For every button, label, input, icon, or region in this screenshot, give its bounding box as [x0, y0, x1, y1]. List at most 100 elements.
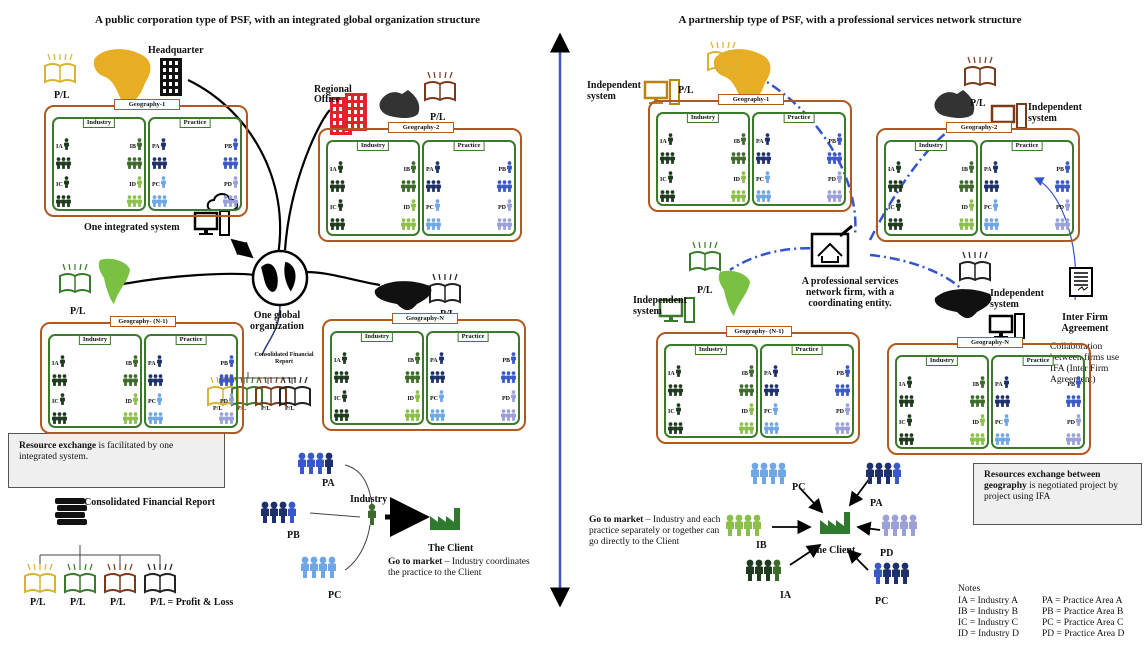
pl-legend: P/L = Profit & Loss	[150, 597, 234, 608]
res-rest: is negotiated project by project using I…	[984, 481, 1119, 502]
geography-label: Geography-2	[388, 122, 454, 133]
crowd-code-label: IB	[741, 371, 748, 377]
network-firm-label: A professional services network firm, wi…	[801, 276, 899, 309]
crowd-code-label: PB	[828, 139, 836, 145]
consolidated-small-label: Consolidated Financial Report	[254, 352, 314, 365]
indep-system-g2: Independent system	[1028, 102, 1082, 124]
pb-to-industry-line	[309, 512, 361, 518]
book-small-4	[279, 376, 311, 407]
network-firm-icon	[810, 224, 853, 268]
notes-title: Notes	[958, 584, 981, 594]
report-connector	[261, 304, 281, 356]
crowd-code-label: PA	[152, 144, 160, 150]
industry-header: Industry	[78, 335, 112, 345]
crowd-code-label: PB	[1056, 167, 1064, 173]
crowd-code-label: IC	[899, 420, 906, 426]
crowd-code-label: PC	[148, 399, 156, 405]
right-pc2-crowd	[874, 562, 909, 584]
left-client-label: The Client	[428, 543, 474, 554]
crowd-code-label: ID	[733, 177, 740, 183]
practice-header: Practice	[175, 335, 207, 345]
crowd-code-label: IA	[660, 139, 667, 145]
right-africa-map	[713, 49, 771, 105]
indep-system-g1: Independent system	[587, 80, 641, 102]
notes-practice: PC = Practice Area C	[1042, 618, 1124, 628]
crowd-code-label: IA	[899, 382, 906, 388]
crowd-code-label: IC	[56, 182, 63, 188]
crowd-code-label: PC	[152, 182, 160, 188]
right-client-factory-icon	[820, 512, 850, 534]
left-goto-bold: Go to market	[388, 557, 443, 567]
crowd-code-label: ID	[407, 396, 414, 402]
consolidated-report-label: Consolidated Financial Report	[84, 497, 216, 508]
left-pa-crowd	[298, 452, 333, 474]
indep-system-gn1: Independent system	[633, 295, 687, 317]
left-pa-label: PA	[322, 478, 335, 489]
notes-industry: ID = Industry D	[958, 629, 1020, 639]
crowd-code-label: ID	[741, 409, 748, 415]
crowd-code-label: PD	[502, 396, 510, 402]
pd-to-client	[856, 521, 881, 536]
practice-header: Practice	[791, 345, 823, 355]
notes-practice: PB = Practice Area B	[1042, 607, 1124, 617]
book-icon-g2	[424, 71, 456, 102]
pl-label-g2: P/L	[430, 112, 446, 123]
pl-small-1: P/L	[213, 406, 223, 412]
right-book-gn1	[689, 241, 721, 272]
pl-right-gn: P/L	[965, 292, 981, 303]
right-south-america-map	[718, 270, 750, 316]
right-pd-crowd	[882, 514, 917, 536]
right-ia-label: IA	[780, 590, 792, 601]
left-pc-label: PC	[328, 590, 342, 601]
res-bold: Resources exchange between geography	[984, 470, 1101, 491]
resource-rest: is facilitated by one integrated system.	[19, 441, 174, 462]
crowd-code-label: PC	[430, 396, 438, 402]
africa-map	[93, 49, 151, 105]
pc-to-client	[799, 487, 824, 514]
crowd-code-label: PB	[502, 358, 510, 364]
right-title: A partnership type of PSF, with a profes…	[678, 14, 1022, 26]
south-america-map	[98, 258, 130, 304]
notes-practice: PD = Practice Area D	[1042, 629, 1125, 639]
crowd-code-label: PD	[498, 205, 506, 211]
industry-header: Industry	[356, 141, 390, 151]
book-big-4	[144, 563, 176, 594]
practice-header: Practice	[457, 332, 489, 342]
crowd-code-label: PB	[1067, 382, 1075, 388]
pl-big-1: P/L	[30, 597, 46, 608]
crowd-code-label: IB	[733, 139, 740, 145]
notes-industry: IB = Industry B	[958, 607, 1018, 617]
left-pc-crowd	[301, 556, 336, 578]
crowd-code-label: PA	[430, 358, 438, 364]
left-industry-person	[368, 503, 376, 525]
indep-system-gn: Independent system	[990, 288, 1044, 310]
book-icon-g1	[44, 53, 76, 84]
crowd-code-label: PD	[828, 177, 836, 183]
regional-office-label: Regional Office	[314, 84, 352, 105]
crowd-code-label: PB	[836, 371, 844, 377]
book-small-3	[255, 376, 287, 407]
pa-to-client	[848, 477, 871, 507]
industry-header: Industry	[914, 141, 948, 151]
crowd-code-label: IC	[330, 205, 337, 211]
practice-header: Practice	[783, 113, 815, 123]
crowd-code-label: ID	[961, 205, 968, 211]
system-double-arrow	[230, 238, 254, 259]
crowd-code-label: PC	[995, 420, 1003, 426]
crowd-code-label: ID	[125, 399, 132, 405]
book-icon-gn1	[59, 263, 91, 294]
right-go-to-market: Go to market – Industry and each practic…	[589, 515, 729, 548]
